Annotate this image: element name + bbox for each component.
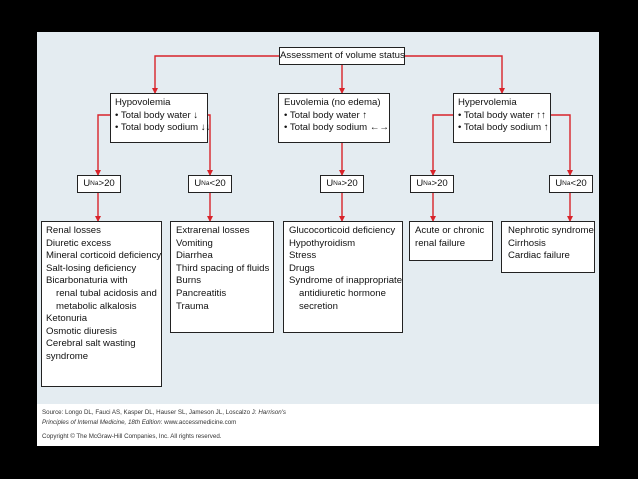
- cause-item: antidiuretic hormone: [299, 287, 386, 299]
- category-title: Hypovolemia: [115, 97, 171, 108]
- copyright-line: Copyright © The McGraw-Hill Companies, I…: [42, 433, 221, 440]
- connector-hypo-to-una-high: [95, 114, 110, 176]
- cause-item: Pancreatitis: [176, 287, 227, 299]
- cause-item: Drugs: [289, 262, 315, 274]
- una-value: <20: [209, 177, 226, 189]
- cause-item: Vomiting: [176, 237, 213, 249]
- una-sub: Na: [562, 179, 571, 187]
- copyright-text: Copyright © The McGraw-Hill Companies, I…: [42, 433, 222, 440]
- category-title: Euvolemia (no edema): [284, 97, 381, 108]
- connector-hyper-to-una-high: [430, 114, 453, 176]
- slide: Assessment of volume status Hypovolemia …: [37, 32, 599, 446]
- una-value: <20: [570, 177, 587, 189]
- una-prefix: U: [416, 177, 424, 189]
- source-line-2: Principles of Internal Medicine, 18th Ed…: [42, 419, 236, 426]
- cause-item: renal tubal acidosis and: [56, 287, 157, 299]
- cause-item: Hypothyroidism: [289, 237, 356, 249]
- connector-root-to-hypovolemia: [152, 55, 279, 94]
- cause-item: Extrarenal losses: [176, 225, 250, 236]
- category-bullet: • Total body sodium ←→: [284, 122, 390, 134]
- cause-item: Syndrome of inappropriate: [289, 275, 403, 287]
- cause-item: Cerebral salt wasting: [46, 338, 136, 350]
- connector-root-to-hypervolemia: [405, 55, 505, 94]
- connector-hyper-to-una-low: [551, 114, 573, 176]
- category-box-hypervolemia: Hypervolemia • Total body water ↑↑ • Tot…: [453, 93, 551, 143]
- cause-item: Mineral corticoid deficiency: [46, 250, 162, 262]
- category-title: Hypervolemia: [458, 97, 517, 108]
- cause-item: Cirrhosis: [508, 237, 546, 249]
- cause-item: Diuretic excess: [46, 237, 112, 249]
- cause-item: Renal losses: [46, 225, 101, 236]
- category-box-hypovolemia: Hypovolemia • Total body water ↓ • Total…: [110, 93, 211, 143]
- category-bullet: • Total body sodium ↑: [458, 122, 549, 134]
- cause-item: Acute or chronic: [415, 225, 485, 236]
- causes-box-euvolemia: Glucocorticoid deficiency Hypothyroidism…: [283, 221, 403, 333]
- root-box: Assessment of volume status: [279, 47, 405, 65]
- cause-item: Osmotic diuresis: [46, 325, 117, 337]
- connector-hypo-to-una-low: [207, 114, 213, 176]
- flow-connectors: [95, 55, 573, 222]
- source-footer: Source: Longo DL, Fauci AS, Kasper DL, H…: [37, 404, 599, 446]
- cause-item: Stress: [289, 250, 317, 262]
- cause-item: Glucocorticoid deficiency: [289, 225, 396, 236]
- category-bullet: • Total body water ↓: [115, 109, 199, 121]
- cause-item: Third spacing of fluids: [176, 262, 270, 274]
- una-sub: Na: [423, 179, 432, 187]
- una-prefix: U: [83, 177, 91, 189]
- category-bullet: • Total body sodium ↓↓: [115, 122, 211, 134]
- category-bullet: • Total body water ↑↑: [458, 109, 546, 121]
- cause-item: renal failure: [415, 237, 466, 249]
- source-title-part2: Principles of Internal Medicine, 18th Ed…: [42, 419, 161, 426]
- source-line-1: Source: Longo DL, Fauci AS, Kasper DL, H…: [42, 409, 286, 416]
- cause-item: Ketonuria: [46, 313, 88, 325]
- una-value: >20: [341, 177, 358, 189]
- causes-box-extrarenal-losses: Extrarenal losses Vomiting Diarrhea Thir…: [170, 221, 274, 333]
- cause-item: Trauma: [176, 300, 209, 312]
- category-box-euvolemia: Euvolemia (no edema) • Total body water …: [278, 93, 390, 143]
- una-prefix: U: [555, 177, 563, 189]
- cause-item: Bicarbonaturia with: [46, 275, 128, 287]
- cause-item: Diarrhea: [176, 250, 213, 262]
- source-title-part1: Harrison's: [258, 409, 287, 416]
- cause-item: Burns: [176, 275, 202, 287]
- una-prefix: U: [326, 177, 334, 189]
- root-label: Assessment of volume status: [280, 50, 405, 61]
- cause-item: syndrome: [46, 350, 89, 362]
- cause-item: Salt-losing deficiency: [46, 262, 137, 274]
- una-value: >20: [98, 177, 115, 189]
- causes-box-renal-failure: Acute or chronic renal failure: [409, 221, 493, 261]
- una-sub: Na: [201, 179, 210, 187]
- diagram-panel: Assessment of volume status Hypovolemia …: [37, 32, 599, 404]
- una-prefix: U: [194, 177, 202, 189]
- cause-item: Nephrotic syndrome: [508, 225, 594, 236]
- causes-box-renal-losses: Renal losses Diuretic excess Mineral cor…: [41, 221, 162, 387]
- cause-item: metabolic alkalosis: [56, 300, 137, 312]
- una-sub: Na: [90, 179, 99, 187]
- una-sub: Na: [333, 179, 342, 187]
- cause-item: Cardiac failure: [508, 250, 570, 262]
- source-url: : www.accessmedicine.com: [160, 419, 237, 426]
- category-bullet: • Total body water ↑: [284, 109, 368, 121]
- una-value: >20: [431, 177, 448, 189]
- cause-item: secretion: [299, 300, 338, 312]
- source-authors: Source: Longo DL, Fauci AS, Kasper DL, H…: [42, 409, 259, 416]
- causes-box-hypervolemia: Nephrotic syndrome Cirrhosis Cardiac fai…: [501, 221, 595, 273]
